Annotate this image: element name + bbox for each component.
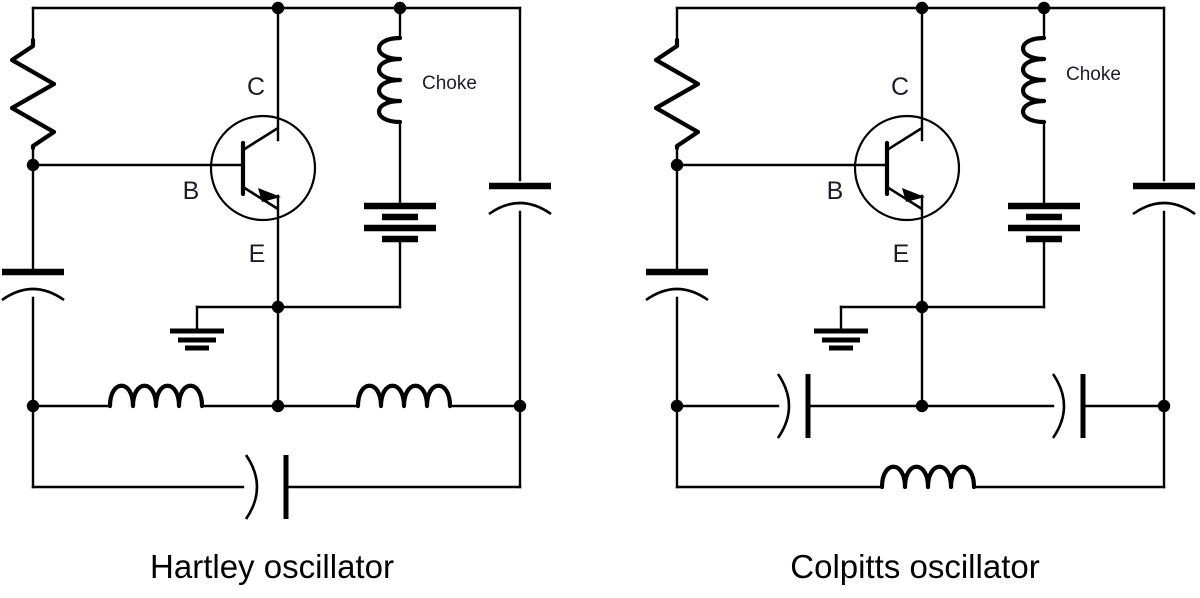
transistor-emitter-slant xyxy=(886,185,923,211)
supply-capacitor-curved-plate xyxy=(488,201,552,216)
node-tank-right xyxy=(513,399,527,413)
label-base: B xyxy=(827,177,844,205)
colpitts-tank-inductor xyxy=(879,464,977,490)
choke-coil xyxy=(1021,35,1047,125)
resistor-zigzag xyxy=(9,37,57,151)
supply-capacitor-curved-plate xyxy=(1132,201,1196,216)
colpitts-base-capacitor xyxy=(645,268,709,302)
colpitts-bias-resistor xyxy=(653,37,701,151)
capacitor-curved-plate xyxy=(645,287,709,302)
label-emitter: E xyxy=(249,240,266,268)
transistor-emitter-slant xyxy=(242,185,279,211)
hartley-oscillator-circuit: C B E Choke xyxy=(1,1,552,585)
node-base-bias xyxy=(26,158,40,172)
choke-coil xyxy=(377,35,403,125)
transistor-emitter-arrow-icon xyxy=(902,188,925,202)
colpitts-transistor xyxy=(853,114,961,222)
colpitts-oscillator-circuit: C B E Choke xyxy=(645,1,1196,585)
capacitor-curved-plate xyxy=(1,287,65,302)
node-base-bias xyxy=(670,158,684,172)
hartley-title: Hartley oscillator xyxy=(150,548,394,585)
hartley-base-capacitor xyxy=(1,268,65,302)
label-emitter: E xyxy=(893,240,910,268)
hartley-transistor xyxy=(209,114,317,222)
label-collector: C xyxy=(247,73,265,101)
transistor-collector-slant xyxy=(242,126,279,152)
label-base: B xyxy=(183,177,200,205)
colpitts-rf-choke xyxy=(1021,35,1047,125)
label-choke: Choke xyxy=(1066,64,1121,85)
label-collector: C xyxy=(891,73,909,101)
node-tank-left xyxy=(670,399,684,413)
transistor-collector-slant xyxy=(886,126,923,152)
node-tank-center-tap xyxy=(271,399,285,413)
hartley-tank-capacitor xyxy=(244,454,289,520)
hartley-junction-nodes xyxy=(26,1,527,413)
tank-capacitor-curved-plate xyxy=(244,454,259,520)
transistor-envelope xyxy=(853,114,961,222)
hartley-tank-inductor-right xyxy=(355,383,453,409)
resistor-zigzag xyxy=(653,37,701,151)
colpitts-supply-capacitor xyxy=(1132,182,1196,216)
colpitts-tank-capacitor-left xyxy=(776,373,811,439)
hartley-supply-capacitor xyxy=(488,182,552,216)
colpitts-ground-symbol xyxy=(814,328,868,351)
transistor-emitter-arrow-icon xyxy=(258,188,281,202)
colpitts-tank-capacitor-right xyxy=(1051,373,1086,439)
node-tank-right xyxy=(1157,399,1171,413)
colpitts-title: Colpitts oscillator xyxy=(790,548,1039,585)
label-choke: Choke xyxy=(422,73,477,94)
tank-capacitor-left-curved-plate xyxy=(776,373,791,439)
node-top-collector xyxy=(271,1,285,15)
node-top-choke xyxy=(393,1,407,15)
tank-inductor-left-coil xyxy=(107,383,205,409)
node-tank-left xyxy=(26,399,40,413)
colpitts-supply-battery xyxy=(1008,202,1080,243)
node-top-collector xyxy=(915,1,929,15)
node-emitter-common xyxy=(271,300,285,314)
hartley-ground-symbol xyxy=(170,328,224,351)
node-tank-center-tap xyxy=(915,399,929,413)
hartley-wiring xyxy=(31,6,522,489)
tank-inductor-coil xyxy=(879,464,977,490)
hartley-rf-choke xyxy=(377,35,403,125)
colpitts-junction-nodes xyxy=(670,1,1171,413)
tank-capacitor-right-curved-plate xyxy=(1051,373,1066,439)
tank-inductor-right-coil xyxy=(355,383,453,409)
node-top-choke xyxy=(1037,1,1051,15)
node-emitter-common xyxy=(915,300,929,314)
hartley-bias-resistor xyxy=(9,37,57,151)
hartley-supply-battery xyxy=(364,202,436,243)
transistor-envelope xyxy=(209,114,317,222)
hartley-tank-inductor-left xyxy=(107,383,205,409)
